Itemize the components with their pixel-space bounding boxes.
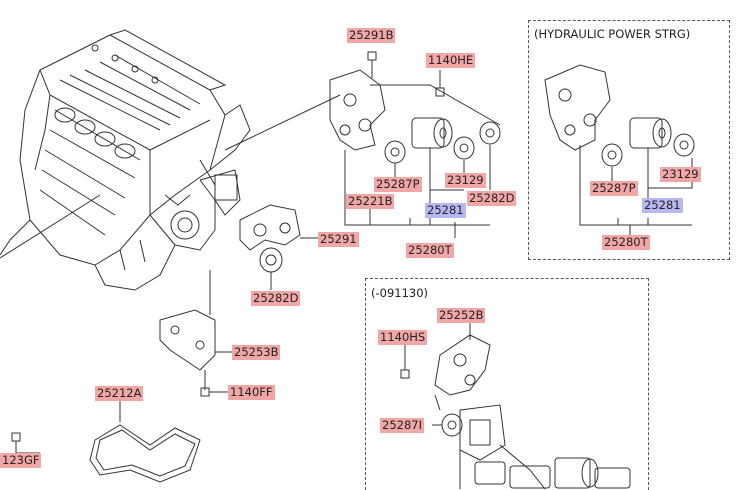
callout-25253b[interactable]: 25253B (232, 345, 281, 360)
callout-1140ff[interactable]: 1140FF (228, 385, 275, 400)
callout-25281[interactable]: 25281 (425, 203, 466, 218)
callout-23129[interactable]: 23129 (445, 173, 486, 188)
left-bolt-drawing (11, 432, 40, 454)
callout-123gf[interactable]: 123GF (0, 453, 42, 468)
old-version-parts-drawing (400, 322, 631, 489)
bracket-25253b-drawing (159, 270, 232, 397)
callout-old-25287i[interactable]: 25287I (380, 418, 424, 433)
hydraulic-power-steering-box (528, 20, 730, 260)
callout-old-1140hs[interactable]: 1140HS (378, 330, 428, 345)
callout-25291[interactable]: 25291 (318, 232, 359, 247)
callout-hp-25280t[interactable]: 25280T (602, 235, 650, 250)
hydraulic-bracket-drawing (544, 64, 695, 238)
callout-25221b[interactable]: 25221B (346, 194, 395, 209)
callout-25282d-lower[interactable]: 25282D (251, 291, 301, 306)
callout-hp-23129[interactable]: 23129 (660, 167, 701, 182)
tensioner-bracket-drawing (329, 51, 501, 238)
hydraulic-box-title: (HYDRAULIC POWER STRG) (532, 27, 693, 41)
callout-hp-25287p[interactable]: 25287P (590, 181, 638, 196)
engine-block-drawing (0, 29, 251, 291)
callout-25291b[interactable]: 25291B (347, 28, 396, 43)
callout-25280t[interactable]: 25280T (406, 243, 454, 258)
callout-25212a[interactable]: 25212A (95, 386, 144, 401)
old-version-box (365, 278, 649, 490)
drive-belt-drawing (89, 400, 201, 483)
callout-hp-25281[interactable]: 25281 (642, 198, 683, 213)
old-version-box-title: (-091130) (369, 286, 431, 300)
callout-old-25252b[interactable]: 25252B (437, 308, 486, 323)
tensioner-assembly-drawing (239, 204, 320, 290)
callout-25287p[interactable]: 25287P (374, 177, 422, 192)
callout-1140he[interactable]: 1140HE (426, 53, 476, 68)
callout-25282d[interactable]: 25282D (467, 191, 517, 206)
